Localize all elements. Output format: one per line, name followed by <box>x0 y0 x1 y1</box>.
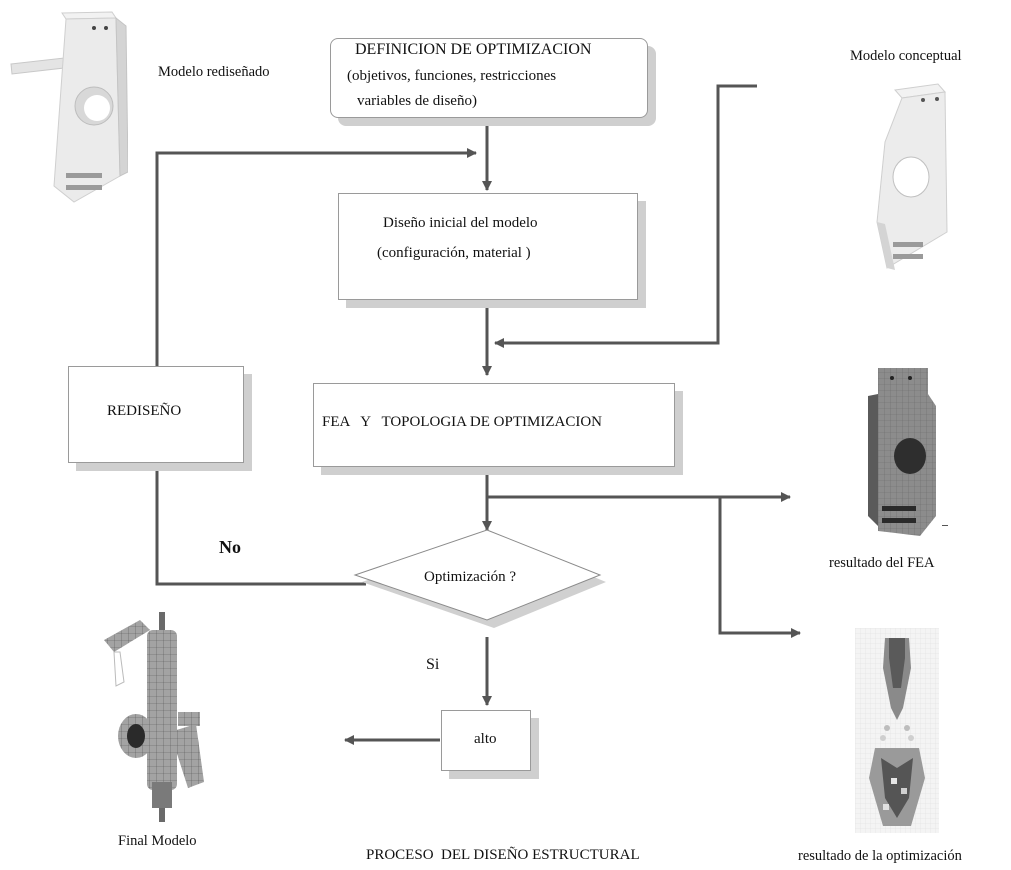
arrow-rediseno-loop <box>155 148 477 366</box>
arrow-fea-to-optim-result <box>718 497 801 638</box>
optimization-result-image <box>855 628 939 833</box>
arrow-decision-to-rediseno <box>155 466 366 586</box>
diagram-title: PROCESO DEL DISEÑO ESTRUCTURAL <box>366 847 640 863</box>
dash-mark <box>942 525 948 526</box>
caption-modelo-conceptual: Modelo conceptual <box>850 48 962 64</box>
definicion-line3: variables de diseño) <box>357 93 477 109</box>
caption-resultado-optimizacion: resultado de la optimización <box>798 848 962 864</box>
definicion-line2: (objetivos, funciones, restricciones <box>347 68 557 84</box>
diseno-inicial-line1: Diseño inicial del modelo <box>383 215 538 231</box>
decision-label: Optimización ? <box>424 569 517 585</box>
diseno-inicial-box <box>338 193 638 300</box>
fea-label: FEA Y TOPOLOGIA DE OPTIMIZACION <box>322 414 603 430</box>
caption-resultado-fea: resultado del FEA <box>829 555 935 571</box>
definicion-box <box>330 38 648 118</box>
final-model-image <box>104 612 204 822</box>
edge-label-si: Si <box>426 656 440 673</box>
redesigned-model-image <box>10 11 128 203</box>
conceptual-model-image <box>876 83 948 270</box>
edge-label-no: No <box>219 537 241 557</box>
arrow-conceptual-to-fea <box>494 84 757 348</box>
diseno-inicial-line2: (configuración, material ) <box>377 245 531 261</box>
rediseno-label: REDISEÑO <box>107 403 182 419</box>
alto-label: alto <box>474 731 497 747</box>
definicion-line1: DEFINICION DE OPTIMIZACION <box>355 41 592 58</box>
alto-box <box>441 710 531 771</box>
rediseno-box <box>68 366 244 463</box>
caption-modelo-redisenado: Modelo rediseñado <box>158 64 270 80</box>
fea-result-image <box>868 368 936 536</box>
fea-box <box>313 383 675 467</box>
caption-final-modelo: Final Modelo <box>118 833 197 849</box>
decision-diamond <box>353 529 606 628</box>
